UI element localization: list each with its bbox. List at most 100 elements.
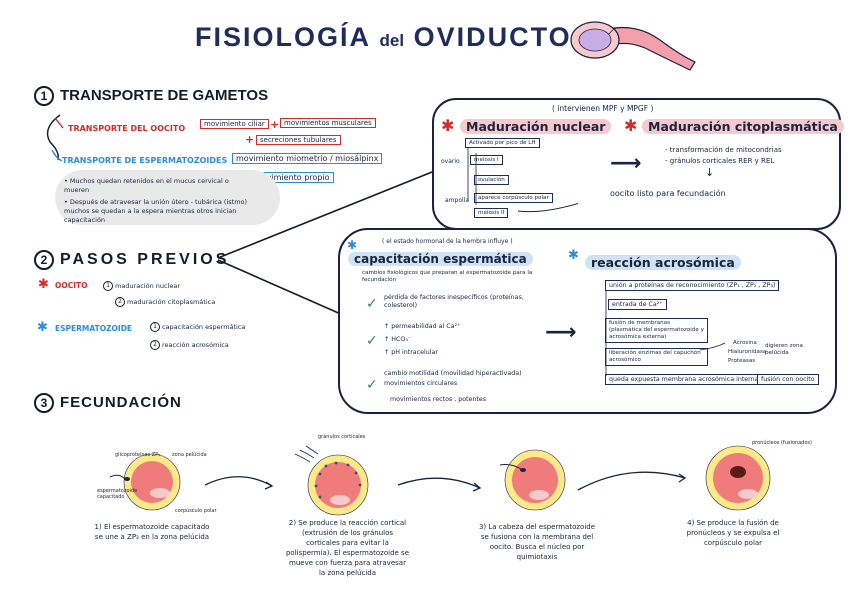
section2-number: 2 xyxy=(34,250,54,270)
label-espermatozoide: espermatozoide capacitado xyxy=(97,488,138,500)
acrosome-title: reacción acrosómica xyxy=(585,255,741,270)
acrosome-title-text: reacción acrosómica xyxy=(585,255,741,270)
oviduct-illustration xyxy=(570,21,696,71)
capacitation-desc: cambios fisiológicos que preparan al esp… xyxy=(362,270,533,283)
oocyte-box-cilia: movimiento ciliar xyxy=(200,119,269,129)
step-meiosis2: meiosis II xyxy=(474,208,509,218)
maturation-result: oocito listo para fecundación xyxy=(610,189,726,198)
section3-number: 3 xyxy=(34,393,54,413)
fertilization-step4-illustration xyxy=(705,445,771,511)
section1-heading-text: TRANSPORTE DE GAMETOS xyxy=(60,86,269,104)
section3-heading-text: FECUNDACIÓN xyxy=(60,393,182,411)
step-lh: Activado por pico de LH xyxy=(465,138,540,148)
blue-star-icon-2: ✱ xyxy=(568,248,579,263)
step3-caption: 3) La cabeza del espermatozoide se fusio… xyxy=(478,523,596,561)
oocyte-box-muscle: movimientos musculares xyxy=(280,118,376,128)
plus-sign-2: + xyxy=(245,133,255,146)
blue-star-icon: ✱ xyxy=(347,238,358,252)
oocyte-step1-text: maduración nuclear xyxy=(115,282,181,290)
oocyte-star-icon: ✱ xyxy=(38,277,49,292)
acro-enzyme3: Proteasas xyxy=(728,358,756,364)
nuclear-title-text: Maduración nuclear xyxy=(460,119,612,134)
note-istmo: • Después de atravesar la unión útero - … xyxy=(64,198,248,224)
sperm-step1-text: capacitación espermática xyxy=(162,323,246,331)
page-title: FISIOLOGÍA del OVIDUCTO xyxy=(195,22,572,53)
fertilization-step3-illustration xyxy=(499,449,566,511)
sperm-step2-num: 2 xyxy=(150,340,160,350)
acro-enzyme2: Hialuronidasa xyxy=(728,349,767,355)
maturation-note: ( intervienen MPF y MPGF ) xyxy=(552,104,654,113)
oocyte-transport-label: TRANSPORTE DEL OOCITO xyxy=(68,124,186,133)
section3-heading: 3 FECUNDACIÓN xyxy=(34,393,182,413)
cap-item2b: ↑ HCO₃⁻ xyxy=(384,336,412,343)
sperm-step1-num: 1 xyxy=(150,322,160,332)
note-istmo-text: Después de atravesar la unión útero - tu… xyxy=(64,198,248,224)
sperm-step2-text: reacción acrosómica xyxy=(162,341,229,349)
section2-sperm-label: ESPERMATOZOIDE xyxy=(55,324,133,333)
acro-step4: liberación enzimas del capuchón acrosómi… xyxy=(605,348,708,366)
check-icon-1: ✓ xyxy=(366,296,378,312)
check-icon-3: ✓ xyxy=(366,377,378,393)
title-part1: FISIOLOGÍA xyxy=(195,22,370,52)
plus-sign-1: + xyxy=(270,118,280,131)
cap-item3c: movimientos rectos , potentes xyxy=(390,396,487,403)
arrow-down-icon: ↓ xyxy=(705,166,715,179)
cap-item2c: ↑ pH intracelular xyxy=(384,349,438,356)
acrosome-flow-lines xyxy=(605,290,726,376)
acro-step3: fusión de membranas (plasmática del espe… xyxy=(605,318,708,343)
acro-step1: unión a proteínas de reconocimiento (ZP₁… xyxy=(605,280,780,291)
arrow-right-icon: ⟶ xyxy=(610,151,642,176)
cap-item2a: ↑ permeabilidad al Ca²⁺ xyxy=(384,323,461,330)
oocyte-step1-num: 1 xyxy=(103,281,113,291)
acro-step2: entrada de Ca²⁺ xyxy=(608,299,667,310)
label-zp3: glicoproteínas ZP₃ xyxy=(115,452,161,458)
acro-enzyme1: Acrosina xyxy=(733,340,757,346)
oocyte-step2-num: 2 xyxy=(115,297,125,307)
sperm-transport-label: TRANSPORTE DE ESPERMATOZOIDES xyxy=(62,156,228,165)
section2-heading-text: PASOS PREVIOS xyxy=(60,251,230,269)
section1-number: 1 xyxy=(34,86,54,106)
cyto-title-text: Maduración citoplasmática xyxy=(642,119,844,134)
red-star-icon: ✱ xyxy=(441,116,455,135)
ampolla-label: ampolla xyxy=(445,197,470,204)
ovario-label: ovario xyxy=(441,158,460,165)
cyto-title: Maduración citoplasmática xyxy=(642,119,844,134)
oocyte-step2-text: maduración citoplasmática xyxy=(127,298,216,306)
red-star-icon-2: ✱ xyxy=(624,116,638,135)
maturation-flow-lines xyxy=(467,147,578,213)
note-retained-text: Muchos quedan retenidos en el mucus cerv… xyxy=(64,177,229,194)
notes-cloud xyxy=(55,170,280,225)
step-polar: aparece corpúsculo polar xyxy=(474,193,553,203)
cap-item1: pérdida de factores inespecíficos (prote… xyxy=(384,294,524,309)
step2-caption: 2) Se produce la reacción cortical (extr… xyxy=(285,519,410,577)
label-granulos: gránulos corticales xyxy=(318,434,366,440)
section2-oocyte-label: OOCITO xyxy=(55,281,88,290)
cyto-item1: - transformación de mitocondrias xyxy=(665,146,782,154)
title-part3: OVIDUCTO xyxy=(413,22,572,52)
fertilization-step1-illustration xyxy=(109,453,181,511)
cap-item3a: cambio motilidad (movilidad hiperactivad… xyxy=(384,370,522,377)
acro-digest: digieren zona pelúcida xyxy=(765,343,803,356)
section2-heading: 2 PASOS PREVIOS xyxy=(34,250,229,270)
acro-step6: fusión con oocito xyxy=(757,374,819,385)
section1-heading: 1 TRANSPORTE DE GAMETOS xyxy=(34,86,268,106)
note-retained: • Muchos quedan retenidos en el mucus ce… xyxy=(64,177,229,194)
step4-caption: 4) Se produce la fusión de pronúcleos y … xyxy=(686,519,780,547)
capacitation-note: ( el estado hormonal de la hembra influy… xyxy=(382,238,513,245)
label-polar: corpúsculo polar xyxy=(175,508,217,514)
cyto-item2: - gránulos corticales RER y REL xyxy=(665,157,775,165)
capacitation-title-text: capacitación espermática xyxy=(348,252,533,266)
step-ovulation: ovulación xyxy=(474,175,509,185)
title-part2: del xyxy=(379,31,405,50)
nuclear-title: Maduración nuclear xyxy=(460,119,612,134)
label-zona: zona pelúcida xyxy=(172,452,207,458)
sperm-box-myometrium: movimiento miometrio / miosálpinx xyxy=(232,153,383,164)
step1-caption: 1) El espermatozoide capacitado se une a… xyxy=(94,523,210,541)
capacitation-title: capacitación espermática xyxy=(348,252,533,266)
step-meiosis1: meiosis I xyxy=(470,155,503,165)
arrow-right-icon-2: ⟶ xyxy=(545,320,577,345)
